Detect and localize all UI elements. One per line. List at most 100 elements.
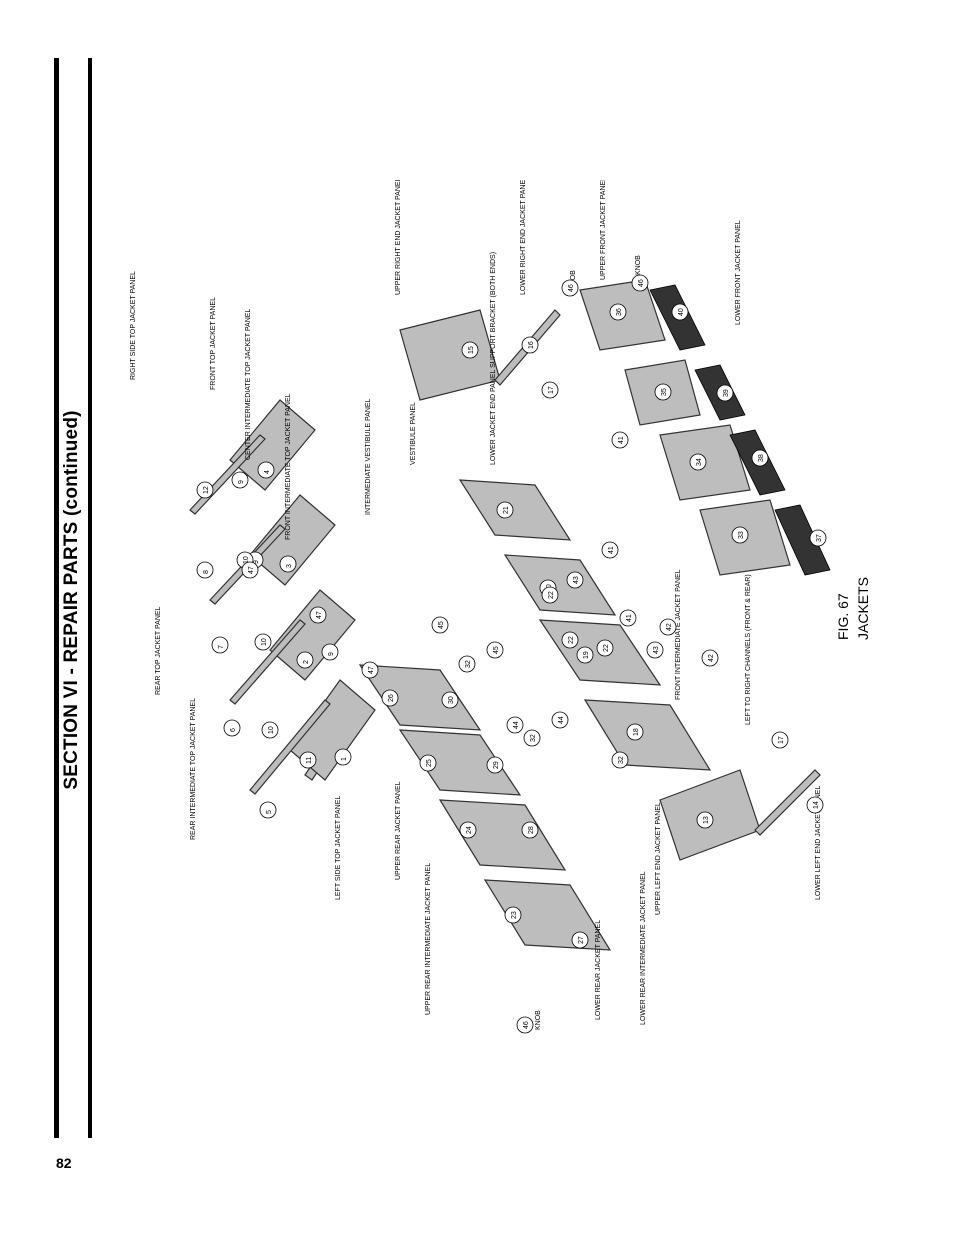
part-number-label: 28 [528, 826, 535, 834]
part-number-circle [696, 811, 714, 829]
part-number-circle [576, 646, 594, 664]
part-number-circle [631, 274, 649, 292]
panel-strip-5 [249, 699, 331, 795]
callout-label-20: LEFT TO RIGHT CHANNELS (FRONT & REAR) [745, 574, 752, 725]
callout-label-24: LOWER FRONT JACKET PANEL [735, 220, 742, 325]
callout-label-14: UPPER RIGHT END JACKET PANEL [395, 180, 402, 295]
part-number-circle [566, 571, 584, 589]
callout-label-3: FRONT INTERMEDIATE TOP JACKET PANEL [285, 393, 292, 540]
part-number-circle [381, 689, 399, 707]
page-number: 82 [56, 1155, 72, 1171]
part-number-label: 38 [758, 454, 765, 462]
panel-24 [438, 799, 567, 871]
part-number-label: 32 [618, 756, 625, 764]
part-number-circle [259, 801, 277, 819]
part-number-label: 4 [264, 470, 271, 474]
part-number-circle [486, 641, 504, 659]
part-number-circle [504, 906, 522, 924]
part-number-label: 6 [230, 728, 237, 732]
part-number-circle [561, 631, 579, 649]
panel-20 [503, 554, 617, 616]
part-number-label: 1 [341, 757, 348, 761]
part-number-circle [441, 691, 459, 709]
figure-caption-number: FIG. 67 [835, 593, 851, 640]
callout-label-4: CENTER INTERMEDIATE TOP JACKET PANEL [245, 309, 252, 460]
part-number-label: 41 [608, 546, 615, 554]
callout-label-7: KNOB [535, 1010, 542, 1030]
panel-top-3 [249, 494, 336, 586]
callout-label-12: INTERMEDIATE VESTIBULE PANEL [365, 398, 372, 515]
grille-37 [774, 504, 831, 576]
part-number-circle [521, 336, 539, 354]
part-number-label: 35 [661, 388, 668, 396]
part-number-label: 30 [448, 696, 455, 704]
part-number-circle [601, 541, 619, 559]
panel-top-2 [269, 589, 356, 681]
part-number-label: 9 [253, 560, 260, 564]
callout-label-0: LEFT SIDE TOP JACKET PANEL [335, 796, 342, 900]
callout-label-21: KNOB [570, 270, 577, 290]
left-margin-rule [54, 58, 59, 1138]
callout-label-10: UPPER REAR INTERMEDIATE JACKET PANEL [425, 863, 432, 1015]
part-number-circle [689, 453, 707, 471]
part-number-circle [254, 633, 272, 651]
part-number-circle [296, 651, 314, 669]
callout-label-22: UPPER FRONT JACKET PANEL [600, 180, 607, 280]
part-number-circle [431, 616, 449, 634]
part-number-circle [321, 643, 339, 661]
part-number-label: 17 [548, 386, 555, 394]
part-number-label: 33 [738, 531, 745, 539]
part-number-label: 7 [218, 645, 225, 649]
right-margin-rule [88, 58, 92, 1138]
part-number-label: 47 [368, 666, 375, 674]
part-number-label: 11 [306, 757, 313, 764]
part-number-circle [659, 618, 677, 636]
part-number-circle [211, 636, 229, 654]
part-number-label: 46 [638, 279, 645, 287]
part-number-circle [809, 529, 827, 547]
part-number-circle [611, 431, 629, 449]
part-number-label: 42 [666, 623, 673, 631]
part-number-label: 10 [268, 726, 275, 734]
part-number-label: 45 [438, 621, 445, 629]
part-number-label: 29 [493, 761, 500, 769]
part-number-circle [419, 754, 437, 772]
part-number-circle [459, 821, 477, 839]
part-number-label: 46 [523, 1021, 530, 1029]
part-number-circle [806, 796, 824, 814]
callout-label-23: KNOB [635, 255, 642, 275]
part-number-circle [241, 561, 259, 579]
part-number-circle [551, 711, 569, 729]
callout-label-6: RIGHT SIDE TOP JACKET PANEL [130, 271, 137, 380]
callout-label-5: FRONT TOP JACKET PANEL [210, 297, 217, 390]
panel-23 [483, 879, 612, 951]
callout-label-15: LOWER JACKET END PANEL SUPPORT BRACKET (… [490, 252, 497, 465]
part-number-circle [596, 639, 614, 657]
part-number-label: 14 [813, 801, 820, 809]
part-number-label: 19 [583, 651, 590, 659]
callout-label-9: LOWER REAR INTERMEDIATE JACKET PANEL [640, 871, 647, 1025]
callout-label-19: LOWER LEFT END JACKET PANEL [815, 786, 822, 900]
part-number-circle [646, 641, 664, 659]
part-number-label: 9 [238, 480, 245, 484]
part-number-label: 10 [261, 638, 268, 646]
part-number-label: 42 [708, 654, 715, 662]
part-number-label: 3 [286, 564, 293, 568]
part-number-circle [654, 383, 672, 401]
part-number-circle [619, 609, 637, 627]
part-number-label: 16 [528, 341, 535, 349]
part-number-label: 25 [426, 759, 433, 767]
part-number-label: 24 [466, 826, 473, 834]
part-number-circle [299, 751, 317, 769]
part-number-label: 5 [266, 810, 273, 814]
part-number-label: 41 [618, 436, 625, 444]
part-number-label: 37 [816, 534, 823, 542]
part-number-circle [361, 661, 379, 679]
part-number-label: 47 [316, 611, 323, 619]
part-number-circle [561, 279, 579, 297]
part-number-circle [486, 756, 504, 774]
part-number-label: 43 [573, 576, 580, 584]
part-number-circle [716, 384, 734, 402]
figure-caption-title: JACKETS [855, 577, 871, 640]
part-number-label: 21 [503, 506, 510, 514]
